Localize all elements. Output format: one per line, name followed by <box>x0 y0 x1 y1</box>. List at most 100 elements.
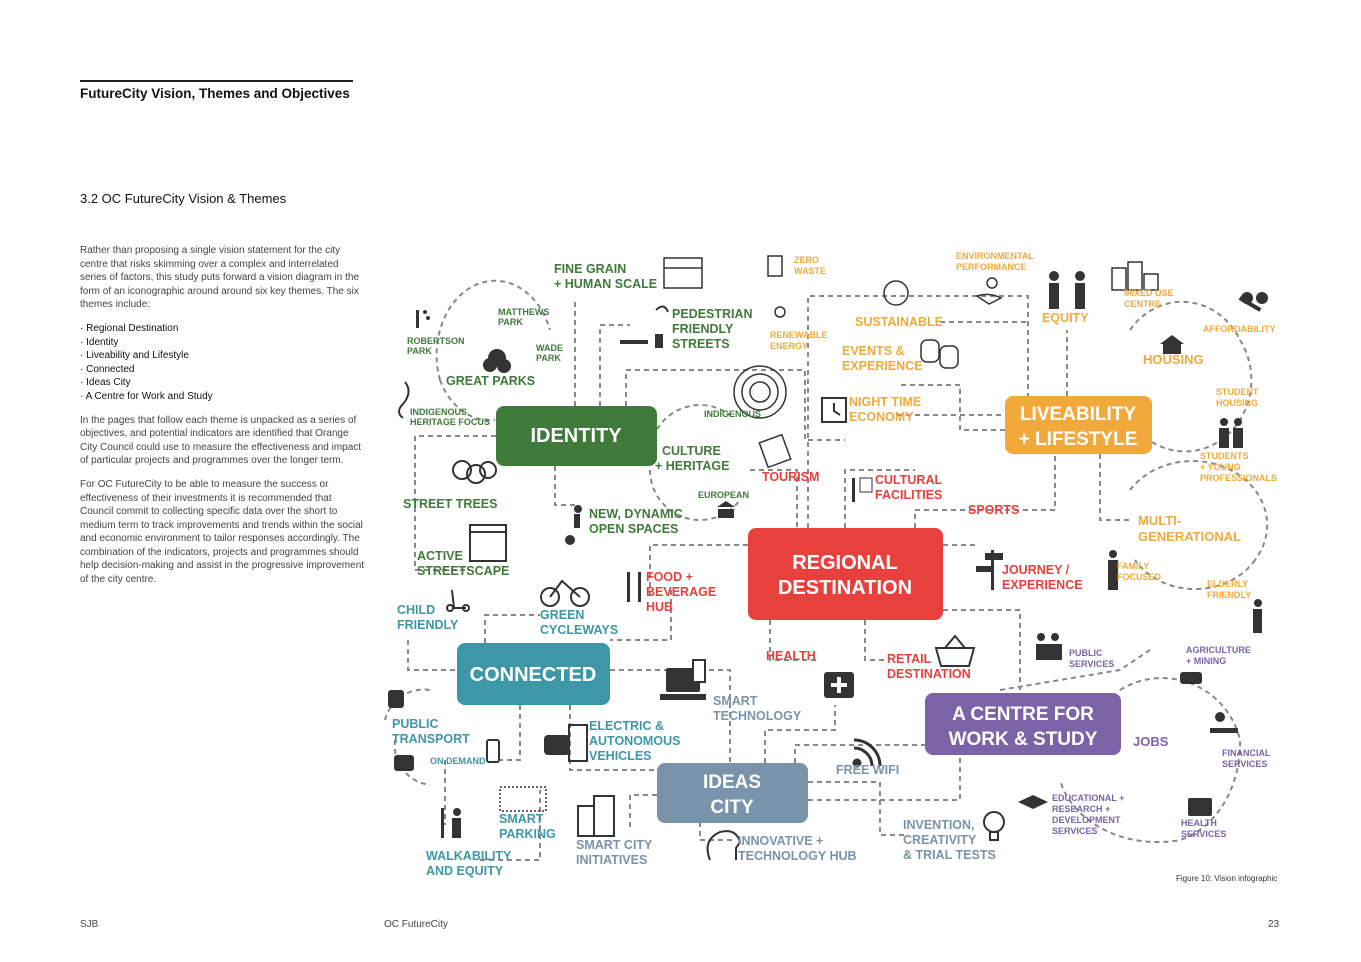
lightbulb-icon <box>983 811 1005 841</box>
body-text: Rather than proposing a single vision st… <box>80 244 365 597</box>
label-public-services-2: SERVICES <box>1069 659 1114 669</box>
masks-icon <box>920 339 959 369</box>
label-robertson-2: PARK <box>407 346 432 356</box>
walking-icon <box>441 808 461 838</box>
label-events-1: EVENTS & <box>842 344 905 358</box>
label-mixed-use-2: CENTRE <box>1124 299 1161 309</box>
label-public-services-1: PUBLIC <box>1069 648 1103 658</box>
museum-icon <box>717 501 735 518</box>
paragraph-intro: Rather than proposing a single vision st… <box>80 245 360 311</box>
market-stall-icon <box>469 524 507 562</box>
label-agriculture-2: + MINING <box>1186 656 1226 666</box>
hub-identity-text: IDENTITY <box>530 425 622 447</box>
label-multi-1: MULTI- <box>1138 513 1181 528</box>
label-cultural-2: FACILITIES <box>875 488 942 502</box>
diagram-icons <box>388 255 1268 861</box>
label-invention-2: CREATIVITY <box>903 833 977 847</box>
label-indigenous: INDIGENOUS <box>704 409 761 419</box>
label-smart-parking-2: PARKING <box>499 827 556 841</box>
regional-labels: TOURISM CULTURAL FACILITIES SPORTS JOURN… <box>646 470 1083 681</box>
hub-regional-line2: DESTINATION <box>778 577 912 599</box>
wifi-icon <box>852 738 882 768</box>
label-walkability-2: AND EQUITY <box>426 864 504 878</box>
cultural-facilities-icon <box>852 477 873 502</box>
label-health-services-1: HEALTH <box>1181 818 1217 828</box>
hub-liveability-line2: + LIFESTYLE <box>1019 429 1138 450</box>
label-culture-2: + HERITAGE <box>655 459 729 473</box>
family-icon <box>1108 550 1118 590</box>
label-food-1: FOOD + <box>646 570 693 584</box>
label-active-1: ACTIVE <box>417 549 463 563</box>
paragraph-measure: For OC FutureCity to be able to measure … <box>80 478 365 586</box>
label-food-3: HUB <box>646 600 673 614</box>
label-students-2: + YOUNG <box>1200 462 1241 472</box>
hub-connected-text: CONNECTED <box>470 664 597 686</box>
label-retail-1: RETAIL <box>887 652 932 666</box>
label-invention-3: & TRIAL TESTS <box>903 848 996 862</box>
label-night-1: NIGHT TIME <box>849 395 921 409</box>
hub-liveability-line1: LIVEABILITY <box>1020 404 1136 425</box>
label-european: EUROPEAN <box>698 490 749 500</box>
theme-list-item: A Centre for Work and Study <box>80 390 365 404</box>
label-mixed-use-1: MIXED USE <box>1124 288 1174 298</box>
label-elderly-1: ELDERLY <box>1207 579 1248 589</box>
label-financial-1: FINANCIAL <box>1222 748 1271 758</box>
label-invention-1: INVENTION, <box>903 818 975 832</box>
train-icon <box>388 690 404 708</box>
footer-left: SJB <box>80 919 99 930</box>
hub-regional-destination: REGIONAL DESTINATION <box>748 528 943 620</box>
label-equity: EQUITY <box>1042 311 1089 325</box>
lizard-icon <box>398 381 410 419</box>
label-walkability-1: WALKABILITY <box>426 849 512 863</box>
label-innovative-2: TECHNOLOGY HUB <box>738 849 857 863</box>
label-smart-city-1: SMART CITY <box>576 838 653 852</box>
label-affordability: AFFORDABILITY <box>1203 324 1276 334</box>
hub-connected: CONNECTED <box>457 643 610 705</box>
hub-identity: IDENTITY <box>496 406 657 466</box>
label-environmental-2: PERFORMANCE <box>956 262 1027 272</box>
label-public-transport-2: TRANSPORT <box>392 732 470 746</box>
label-environmental-1: ENVIRONMENTAL <box>956 251 1034 261</box>
label-smart-parking-1: SMART <box>499 812 544 826</box>
label-educational-4: SERVICES <box>1052 826 1097 836</box>
label-wade-2: PARK <box>536 353 561 363</box>
paragraph-indicators: In the pages that follow each theme is u… <box>80 414 362 467</box>
label-journey-2: EXPERIENCE <box>1002 578 1083 592</box>
first-aid-icon <box>824 672 854 698</box>
label-agriculture-1: AGRICULTURE <box>1186 645 1251 655</box>
hand-plant-icon <box>975 277 1003 305</box>
label-night-2: ECONOMY <box>849 410 914 424</box>
work-labels: PUBLIC SERVICES AGRICULTURE + MINING JOB… <box>1052 645 1271 839</box>
label-health: HEALTH <box>766 649 816 663</box>
hub-regional-line1: REGIONAL <box>792 552 898 574</box>
hub-ideas-line1: IDEAS <box>703 772 761 793</box>
label-fine-grain-2: + HUMAN SCALE <box>554 277 657 291</box>
label-indigenous-focus-2: HERITAGE FOCUS <box>410 417 490 427</box>
label-housing: HOUSING <box>1143 352 1204 367</box>
label-cultural-1: CULTURAL <box>875 473 942 487</box>
label-fine-grain-1: FINE GRAIN <box>554 262 626 276</box>
label-open-spaces-1: NEW, DYNAMIC <box>589 507 683 521</box>
label-free-wifi: FREE WIFI <box>836 763 899 777</box>
signpost-icon <box>976 550 1003 590</box>
theme-list-item: Liveability and Lifestyle <box>80 349 365 363</box>
label-active-2: STREETSCAPE <box>417 564 509 578</box>
passport-icon <box>758 433 792 469</box>
label-sports: SPORTS <box>968 503 1019 517</box>
hub-ideas-line2: CITY <box>710 797 754 818</box>
graduation-cap-icon <box>1018 795 1048 809</box>
equity-people-icon <box>1049 271 1085 309</box>
label-smart-tech-2: TECHNOLOGY <box>713 709 802 723</box>
label-robertson-1: ROBERTSON <box>407 336 465 346</box>
label-innovative-1: INNOVATIVE + <box>738 834 823 848</box>
hub-work-study: A CENTRE FOR WORK & STUDY <box>925 693 1121 755</box>
title-rule <box>80 80 353 82</box>
label-renewable-2: ENERGY <box>770 341 808 351</box>
label-pedestrian-3: STREETS <box>672 337 730 351</box>
label-street-trees: STREET TREES <box>403 497 497 511</box>
house-icon <box>1160 335 1184 354</box>
elderly-icon <box>1253 599 1262 633</box>
label-students-1: STUDENTS <box>1200 451 1249 461</box>
zero-waste-icon <box>767 255 783 277</box>
